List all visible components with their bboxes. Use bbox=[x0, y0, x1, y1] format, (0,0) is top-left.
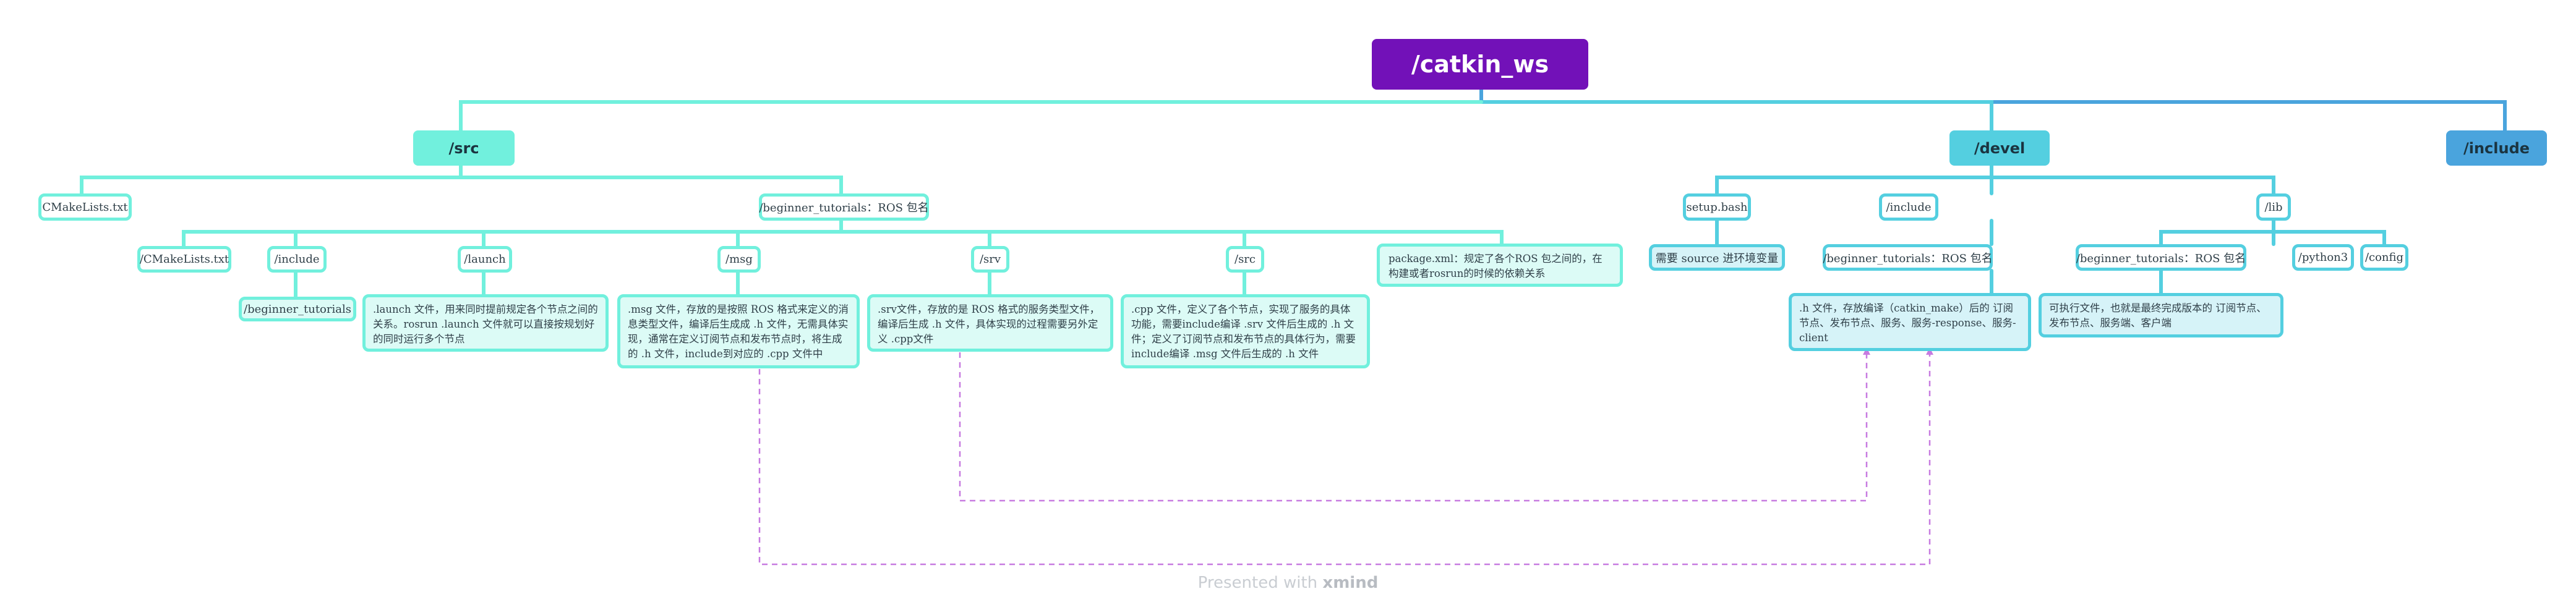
setup-bash-node[interactable]: setup.bash bbox=[1683, 193, 1751, 221]
pkg-include-node[interactable]: /include bbox=[267, 246, 327, 273]
package-xml-node[interactable]: package.xml：规定了各个ROS 包之间的，在构建或者rosrun的时候… bbox=[1377, 244, 1623, 287]
devel-lib-node[interactable]: /lib bbox=[2256, 193, 2291, 221]
devel-include-note[interactable]: .h 文件，存放编译（catkin_make）后的 订阅节点、发布节点、服务、服… bbox=[1789, 293, 2031, 351]
srv-note[interactable]: .srv文件，存放的是 ROS 格式的服务类型文件，编译后生成 .h 文件，具体… bbox=[867, 294, 1113, 352]
pkg-src-node[interactable]: /src bbox=[1226, 246, 1264, 273]
cpp-note[interactable]: .cpp 文件，定义了各个节点，实现了服务的具体功能，需要include编译 .… bbox=[1121, 294, 1370, 368]
root-node[interactable]: /catkin_ws bbox=[1372, 39, 1588, 90]
devel-lib-note[interactable]: 可执行文件，也就是最终完成版本的 订阅节点、发布节点、服务端、客户端 bbox=[2039, 293, 2283, 337]
msg-note[interactable]: .msg 文件，存放的是按照 ROS 格式来定义的消息类型文件，编译后生成成 .… bbox=[617, 294, 860, 368]
include-topic[interactable]: /include bbox=[2446, 130, 2547, 166]
devel-include-package-node[interactable]: /beginner_tutorials：ROS 包名 bbox=[1823, 244, 1993, 271]
pkg-srv-node[interactable]: /srv bbox=[971, 246, 1009, 273]
footer-prefix: Presented with bbox=[1197, 574, 1323, 592]
devel-topic[interactable]: /devel bbox=[1949, 130, 2050, 166]
src-cmakelists-node[interactable]: CMakeLists.txt bbox=[38, 193, 132, 221]
include-beginner-tutorials-node[interactable]: /beginner_tutorials bbox=[239, 297, 356, 321]
pkg-launch-node[interactable]: /launch bbox=[458, 246, 512, 273]
presented-with-xmind-footer: Presented with xmind bbox=[0, 574, 2576, 592]
xmind-brand: xmind bbox=[1322, 574, 1379, 592]
devel-lib-package-node[interactable]: /beginner_tutorials：ROS 包名 bbox=[2076, 244, 2246, 271]
pkg-cmakelists-node[interactable]: /CMakeLists.txt bbox=[137, 246, 231, 273]
python3-node[interactable]: /python3 bbox=[2292, 244, 2354, 271]
src-package-node[interactable]: /beginner_tutorials：ROS 包名 bbox=[759, 193, 929, 221]
devel-include-node[interactable]: /include bbox=[1879, 193, 1938, 221]
pkg-msg-node[interactable]: /msg bbox=[717, 246, 761, 273]
config-node[interactable]: /config bbox=[2360, 244, 2408, 271]
launch-note[interactable]: .launch 文件，用来同时提前规定各个节点之间的关系。rosrun .lau… bbox=[362, 294, 609, 352]
src-topic[interactable]: /src bbox=[413, 130, 515, 166]
setup-note-node[interactable]: 需要 source 进环境变量 bbox=[1649, 244, 1785, 271]
